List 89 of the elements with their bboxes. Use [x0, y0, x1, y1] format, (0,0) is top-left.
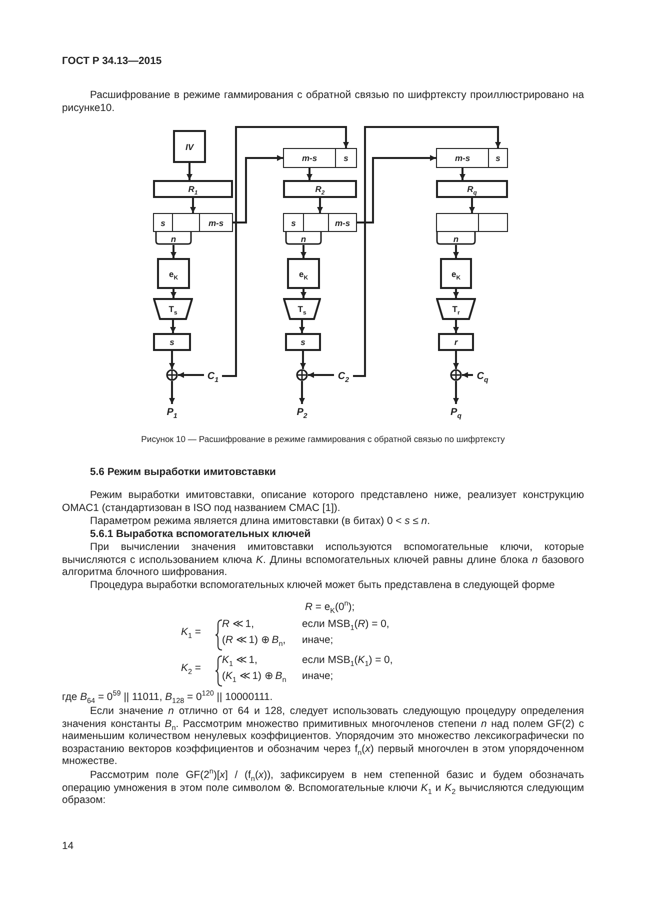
register-cell — [478, 213, 508, 232]
formula: если MSB$_{1}$(K$_{1}$) = 0, — [302, 655, 394, 668]
arrow — [178, 372, 204, 378]
bracket-label: n — [436, 232, 476, 245]
arrow — [317, 198, 323, 213]
block-box: R$_{q}$ — [436, 180, 508, 198]
paragraph: Расшифрование в режиме гаммирования с обратной связью по шифртексту проиллюстрировано на рисунке10. — [62, 90, 584, 116]
arrow — [453, 245, 459, 258]
formula: K$_{1}$ = — [181, 627, 202, 640]
arrow — [460, 168, 466, 180]
arrow — [453, 381, 459, 404]
register-cell: s — [488, 148, 508, 168]
signal-label: C$_{2}$ — [334, 368, 353, 384]
figure-caption: Рисунок 10 — Расшифрование в режиме гаммирования с обратной связью по шифртексту — [140, 433, 506, 446]
register-cell: m-s — [436, 148, 489, 168]
formula: R ≪ 1, — [222, 619, 255, 632]
paragraph: Режим выработки имитовставки, описание которого представлено ниже, реализует конструкцию OMAC1 (стандартизован в ISO под названием CMAC [1]). — [62, 490, 584, 516]
paragraph: Параметром режима является длина имитовставки (в битах) 0 < s ≤ n. — [90, 516, 431, 529]
paragraph: Если значение n отлично от 64 и 128, следует использовать следующую процедуру определения значения константы B$_{n}$. Рассмотрим множество примитивных многочленов степени n над полем GF(2) с наименьшим количеством ненулевых коэффициентов. Упорядочим это множество лексикографически по возрастанию векторов коэффициентов и обозначим через f$_{n}$(x) первый многочлен в этом упорядоченном множестве. — [62, 706, 584, 769]
formula: (R ≪ 1) ⊕ B$_{n}$, — [222, 635, 287, 648]
formula: (K$_{1}$ ≪ 1) ⊕ B$_{n}$ — [222, 671, 288, 684]
register-cell: m-s — [328, 213, 357, 232]
paragraph: Рассмотрим поле GF(2$^{n}$)[x] / (f$_{n}$(x)), зафиксируем в нем степенной базис и будем обозначать операцию умножения в этом поле символом ⊗. Вспомогательные ключи K$_{1}$ и K$_{2}$ вычисляются следующим образом: — [62, 770, 584, 808]
formula: K$_{1}$ ≪ 1, — [222, 655, 258, 668]
block-box: s — [285, 333, 321, 351]
arrow — [357, 155, 436, 224]
arrow — [306, 168, 312, 180]
bracket-label: n — [155, 232, 192, 245]
section-heading: 5.6.1 Выработка вспомогательных ключей — [90, 529, 312, 542]
signal-label: P$_{q}$ — [448, 404, 464, 420]
arrow — [453, 289, 459, 298]
register-cell: s — [283, 213, 304, 232]
arrow — [300, 289, 306, 298]
formula: иначе; — [302, 635, 334, 648]
formula: где B$_{64}$ = 0$^{59}$ || 11011, B$_{128}$ = 0$^{120}$ || 10000111. — [62, 692, 274, 705]
arrow — [233, 155, 283, 224]
signal-label: C$_{1}$ — [204, 368, 222, 384]
register-cell: s — [153, 213, 173, 232]
arrow — [170, 245, 176, 258]
arrow — [469, 198, 475, 213]
arrow — [462, 372, 473, 378]
arrow — [186, 163, 192, 180]
paragraph: При вычислении значения имитовставки используются вспомогательные ключи, которые вычисляются с использованием ключа K. Длины вспомогательных ключей равны длине блока n базового алгоритма блочного шифрования. — [62, 542, 584, 580]
xor-circle — [296, 369, 308, 381]
arrow — [169, 351, 175, 369]
section-heading: 5.6 Режим выработки имитовставки — [90, 467, 277, 480]
register-cell: m-s — [199, 213, 233, 232]
xor-circle — [166, 369, 178, 381]
block-box: r — [438, 333, 474, 351]
block-box: e$_{K}$ — [287, 258, 320, 289]
arrow — [170, 289, 176, 298]
register-cell — [303, 213, 329, 232]
formula: если MSB$_{1}$(R) = 0, — [302, 619, 390, 632]
paragraph: Процедура выработки вспомогательных ключей может быть представлена в следующей форме — [90, 580, 556, 593]
arrow — [170, 320, 176, 333]
bracket-label: n — [285, 232, 322, 245]
block-box: R$_{2}$ — [283, 180, 357, 198]
arrow — [308, 372, 334, 378]
xor-circle — [450, 369, 462, 381]
arrow — [190, 198, 196, 213]
page-header: ГОСТ Р 34.13—2015 — [62, 56, 163, 69]
arrow — [453, 351, 459, 369]
formula: K$_{2}$ = — [181, 663, 202, 676]
trapezoid-block: T$_{r}$ — [436, 298, 476, 320]
trapezoid-block: T$_{s}$ — [153, 298, 193, 320]
trapezoid-block: T$_{s}$ — [283, 298, 321, 320]
register-cell — [436, 213, 479, 232]
page-number: 14 — [62, 841, 75, 854]
signal-label: C$_{q}$ — [473, 368, 492, 384]
signal-label: P$_{2}$ — [294, 404, 310, 420]
block-box: R$_{1}$ — [153, 180, 233, 198]
register-cell — [172, 213, 200, 232]
block-box: e$_{K}$ — [440, 258, 472, 289]
block-box: e$_{K}$ — [157, 258, 190, 289]
arrow — [169, 381, 175, 404]
block-box: s — [153, 333, 191, 351]
signal-label: P$_{1}$ — [164, 404, 180, 420]
arrow — [300, 351, 306, 369]
formula: R = e$_{K}$(0$^{n}$); — [305, 602, 356, 615]
register-cell: m-s — [283, 148, 336, 168]
arrow — [300, 245, 306, 258]
arrow — [222, 126, 349, 377]
arrow — [299, 381, 305, 404]
register-cell: s — [335, 148, 357, 168]
arrow — [453, 320, 459, 333]
formula: иначе; — [302, 671, 334, 684]
arrow — [353, 126, 501, 377]
arrow — [299, 320, 305, 333]
block-box: IV — [173, 130, 206, 163]
